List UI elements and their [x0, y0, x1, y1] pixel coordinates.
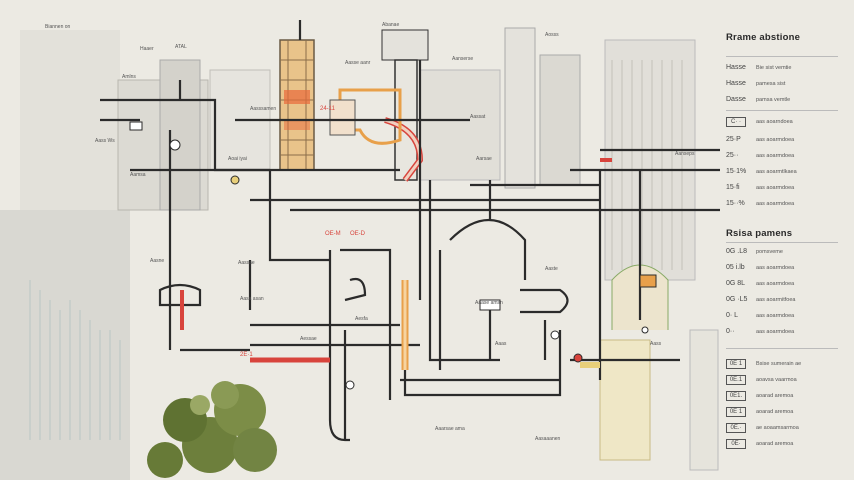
red-tag: OE-D [350, 231, 366, 237]
legend-item: 0E·aoarad aremoa [726, 438, 844, 450]
label: Amlns [122, 74, 136, 80]
stack-tower-center [329, 29, 429, 182]
top-left-label: Biannen on [45, 24, 71, 30]
label: Aanseps [675, 151, 695, 157]
legend-item: 0E.·ae aoaamsarmoa [726, 422, 844, 434]
legend-section-title: Rsisa pamens [726, 228, 793, 239]
red-tag: OE-M [325, 231, 341, 237]
label: Aosss [545, 32, 559, 38]
pipe-network [100, 20, 720, 442]
tree [147, 381, 277, 478]
legend-item: 25··aas aoarmdoea [726, 152, 795, 159]
label: Aaarsae ama [435, 426, 465, 432]
label: Aarsae [476, 156, 492, 162]
label: Aassat [470, 114, 486, 120]
label: Aesfa [355, 316, 368, 322]
label: Aaase amsn [475, 300, 503, 306]
label: Aassae [238, 260, 255, 266]
label: Aasse aanr [345, 60, 371, 66]
legend-title: Rrame abstione [726, 32, 801, 43]
divider [726, 242, 838, 243]
divider [726, 110, 838, 111]
label: Haaer [140, 46, 154, 52]
label: Aasne [150, 258, 164, 264]
label: Aoai iyai [228, 156, 247, 162]
label: Aamsa [130, 172, 146, 178]
label: Aanserse [452, 56, 473, 62]
label: Aaste [545, 266, 558, 272]
label: Aasssamen [250, 106, 276, 112]
label: Aessae [300, 336, 317, 342]
label: ATAL [175, 44, 187, 50]
label: Abanae [382, 22, 399, 28]
legend-item: 15··%aas aoarmdoea [726, 200, 795, 207]
annotations: Biannen on Aass Ws Haaer Amlns ATAL Aoai… [45, 22, 695, 442]
legend-item: 0··aas aoarmdoea [726, 328, 795, 335]
background-buildings [0, 27, 719, 480]
label: Aasaaanen [535, 436, 561, 442]
legend-item: 15·1%aas aoarmtlkaea [726, 168, 797, 175]
red-tag: 2E·1 [240, 352, 253, 358]
divider [726, 56, 838, 57]
label: Aaas [495, 341, 507, 347]
label: Aasa asan [240, 296, 264, 302]
pump-label: Aass Ws [95, 138, 115, 144]
red-tag: 24-11 [320, 106, 336, 112]
highlight-pipes [180, 158, 612, 370]
stack-tower-left [279, 39, 315, 171]
legend-item: 0E1.aoarad aremoa [726, 390, 844, 402]
legend-item: C· ·aas aoarndoea [726, 116, 844, 128]
valves [129, 121, 657, 390]
divider [726, 348, 838, 349]
label: Aass [650, 341, 662, 347]
red-tags: OE-M OE-D 24-11 2E·1 [240, 106, 366, 358]
